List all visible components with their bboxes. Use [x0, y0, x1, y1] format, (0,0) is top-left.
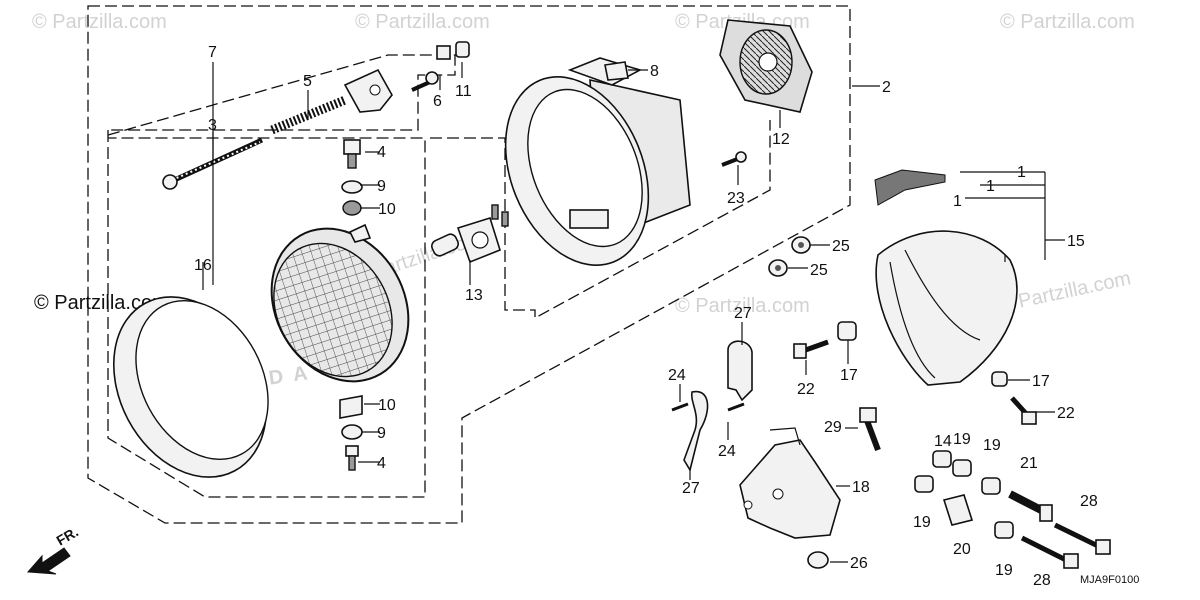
headlight-bulb — [431, 204, 509, 264]
watermark-text: © Partzilla.com — [675, 295, 810, 317]
wire-clamp-27 — [683, 340, 753, 473]
adjusting-spring — [270, 95, 347, 135]
callout-22: 22 — [797, 381, 815, 398]
screw-6 — [411, 71, 439, 92]
callout-1: 1 — [953, 193, 962, 210]
callout-4: 4 — [377, 144, 386, 161]
callout-24: 24 — [668, 367, 686, 384]
nut-11 — [436, 41, 470, 60]
adjusting-bolt — [162, 137, 264, 190]
callout-15: 15 — [1067, 233, 1085, 250]
bolt-29 — [859, 407, 881, 452]
callout-11: 11 — [455, 83, 472, 100]
front-arrow-icon: FR. — [26, 523, 82, 575]
collar-19 — [914, 459, 1014, 539]
adjuster-screw-upper — [341, 139, 363, 216]
callout-8: 8 — [650, 63, 659, 80]
callout-17: 17 — [840, 367, 858, 384]
callout-27: 27 — [734, 305, 752, 322]
watermark-text: © Partzilla.com — [1000, 11, 1135, 33]
bolt-22-right — [1010, 396, 1037, 425]
callout-10: 10 — [378, 397, 396, 414]
callout-19: 19 — [913, 514, 931, 531]
callout-12: 12 — [772, 131, 790, 148]
callout-19: 19 — [983, 437, 1001, 454]
grommet-14 — [932, 450, 952, 468]
callout-2: 2 — [882, 79, 891, 96]
leader-lines — [202, 62, 1065, 563]
callout-labels: 1 1 1 1 2 3 4 4 5 6 7 8 9 9 10 10 11 12 … — [194, 44, 1098, 589]
callout-23: 23 — [727, 190, 745, 207]
callout-5: 5 — [303, 73, 312, 90]
callout-25: 25 — [832, 238, 850, 255]
bolt-28 — [1020, 522, 1111, 569]
callout-19: 19 — [995, 562, 1013, 579]
adjuster-screw-lower — [339, 395, 363, 471]
bolt-21 — [1008, 490, 1053, 522]
callout-24: 24 — [718, 443, 736, 460]
callout-3: 3 — [208, 117, 217, 134]
copyright-watermark: © Partzilla.com — [34, 292, 169, 314]
callout-1: 1 — [986, 178, 995, 195]
callout-4: 4 — [377, 455, 386, 472]
nut-25 — [768, 236, 811, 277]
callout-1: 1 — [1017, 164, 1026, 181]
callout-18: 18 — [852, 479, 870, 496]
headlight-case — [504, 57, 691, 266]
callout-9: 9 — [377, 425, 386, 442]
callout-6: 6 — [433, 93, 442, 110]
clip-8 — [604, 61, 629, 81]
bolt-22-left — [793, 339, 829, 359]
diagram-code: MJA9F0100 — [1080, 574, 1139, 586]
headlight-unit — [270, 223, 410, 383]
screw-23 — [721, 151, 747, 167]
callout-29: 29 — [824, 419, 842, 436]
collar-20 — [942, 494, 974, 526]
callout-27: 27 — [682, 480, 700, 497]
watermark-text: © Partzilla.com — [355, 11, 490, 33]
callout-21: 21 — [1020, 455, 1038, 472]
headlight-shell — [874, 169, 1018, 386]
callout-19: 19 — [953, 431, 971, 448]
headlight-stay-18 — [739, 427, 841, 539]
callout-25: 25 — [810, 262, 828, 279]
headlight-bracket — [343, 68, 393, 113]
callout-7: 7 — [208, 44, 217, 61]
callout-9: 9 — [377, 178, 386, 195]
callout-20: 20 — [953, 541, 971, 558]
screw-24 — [671, 402, 745, 412]
callout-26: 26 — [850, 555, 868, 572]
callout-13: 13 — [465, 287, 483, 304]
callout-14: 14 — [934, 433, 952, 450]
callout-10: 10 — [378, 201, 396, 218]
callout-28: 28 — [1033, 572, 1051, 589]
headlight-rim — [112, 296, 269, 478]
callout-22: 22 — [1057, 405, 1075, 422]
collar-17 — [837, 321, 1008, 387]
callout-17: 17 — [1032, 373, 1050, 390]
nut-26 — [807, 551, 829, 569]
headlight-back-cover — [719, 19, 813, 113]
front-indicator-label: FR. — [54, 523, 82, 548]
callout-28: 28 — [1080, 493, 1098, 510]
callout-16: 16 — [194, 257, 212, 274]
watermark-text: © Partzilla.com — [32, 11, 167, 33]
